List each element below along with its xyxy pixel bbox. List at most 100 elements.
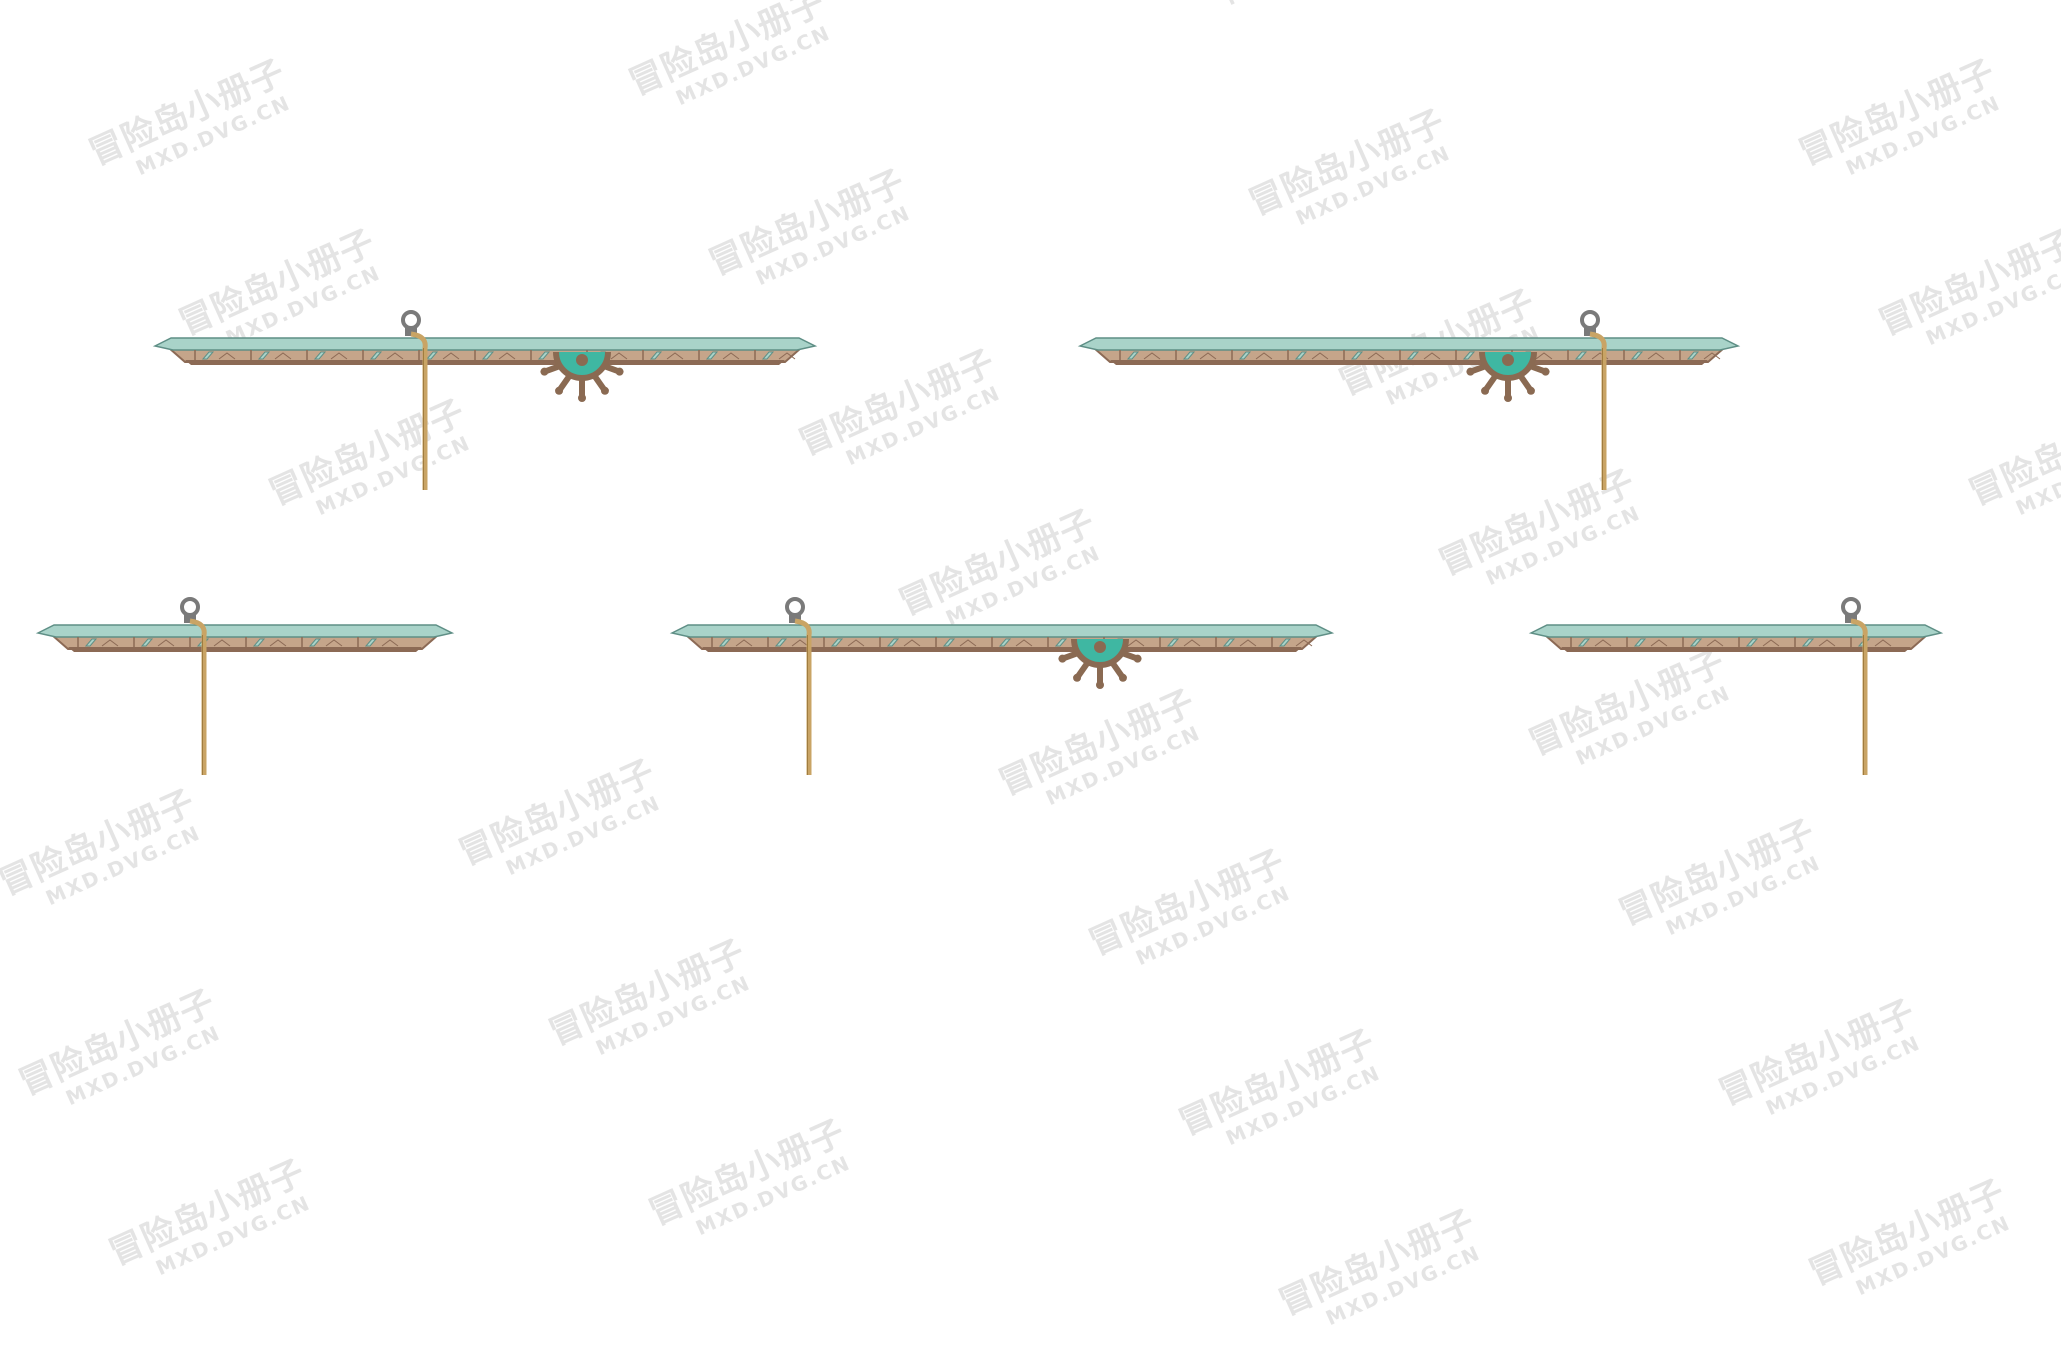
platform-underside [1110, 360, 1708, 365]
plank-carving [1423, 352, 1441, 360]
plank-carving [498, 352, 516, 360]
glass-insert [1633, 638, 1647, 647]
platform-1 [152, 310, 818, 490]
plank-carving [269, 639, 287, 647]
glass-insert [313, 351, 327, 360]
glass-insert [1574, 351, 1588, 360]
plank-carving [1535, 352, 1553, 360]
hanging-rope [180, 597, 207, 775]
platform-top-trim [152, 337, 818, 351]
glass-insert [364, 638, 378, 647]
plank-carving [722, 352, 740, 360]
glass-insert [1801, 638, 1815, 647]
plank-carving [1183, 639, 1201, 647]
glass-insert [718, 638, 732, 647]
plank-carving [791, 639, 809, 647]
plank-carving [1239, 639, 1257, 647]
plank-carving [959, 639, 977, 647]
ship-wheel-icon [540, 351, 624, 402]
glass-insert [1182, 351, 1196, 360]
platform-underside [702, 647, 1302, 652]
anchor-ring-icon [401, 310, 421, 330]
glass-insert [942, 638, 956, 647]
plank-carving [1367, 352, 1385, 360]
plank-carving [1650, 639, 1668, 647]
plank-carving [1143, 352, 1161, 360]
glass-insert [1462, 351, 1476, 360]
glass-insert [537, 351, 551, 360]
hanging-rope [1580, 310, 1607, 490]
plank-carving [330, 352, 348, 360]
glass-insert [1630, 351, 1644, 360]
glass-insert [998, 638, 1012, 647]
plank-carving [1311, 352, 1329, 360]
plank-carving [101, 639, 119, 647]
ship-wheel-icon [1466, 351, 1550, 402]
glass-insert [201, 351, 215, 360]
glass-insert [425, 351, 439, 360]
plank-carving [778, 352, 796, 360]
glass-insert [252, 638, 266, 647]
platform-2 [1077, 310, 1741, 490]
glass-insert [369, 351, 383, 360]
plank-carving [386, 352, 404, 360]
anchor-ring-icon [785, 597, 805, 617]
platform-3 [35, 597, 455, 775]
glass-insert [1166, 638, 1180, 647]
glass-insert [705, 351, 719, 360]
plank-carving [157, 639, 175, 647]
plank-carving [1295, 639, 1313, 647]
glass-insert [1350, 351, 1364, 360]
glass-insert [1686, 351, 1700, 360]
plank-carving [1762, 639, 1780, 647]
plank-carving [1127, 639, 1145, 647]
glass-insert [774, 638, 788, 647]
plank-carving [1874, 639, 1892, 647]
hanging-rope [785, 597, 812, 775]
plank-carving [903, 639, 921, 647]
glass-insert [481, 351, 495, 360]
plank-carving [1255, 352, 1273, 360]
anchor-ring-icon [1841, 597, 1861, 617]
platform-top-trim [1077, 337, 1741, 351]
plank-carving [1594, 639, 1612, 647]
platform-4 [669, 597, 1335, 775]
ship-wheel-icon [1058, 638, 1142, 689]
plank-carving [1015, 639, 1033, 647]
hanging-rope [401, 310, 428, 490]
plank-carving [381, 639, 399, 647]
plank-carving [213, 639, 231, 647]
platform-underside [1561, 647, 1911, 652]
glass-insert [308, 638, 322, 647]
anchor-ring-icon [180, 597, 200, 617]
glass-insert [1126, 351, 1140, 360]
plank-carving [1199, 352, 1217, 360]
platform-top-trim [669, 624, 1335, 638]
plank-carving [218, 352, 236, 360]
glass-insert [1577, 638, 1591, 647]
plank-carving [325, 639, 343, 647]
glass-insert [257, 351, 271, 360]
glass-insert [140, 638, 154, 647]
glass-insert [1294, 351, 1308, 360]
glass-insert [1054, 638, 1068, 647]
hanging-rope [1841, 597, 1868, 775]
glass-insert [830, 638, 844, 647]
plank-carving [847, 639, 865, 647]
glass-insert [1689, 638, 1703, 647]
platform-underside [68, 647, 422, 652]
glass-insert [761, 351, 775, 360]
plank-carving [666, 352, 684, 360]
plank-carving [1647, 352, 1665, 360]
glass-insert [886, 638, 900, 647]
glass-insert [1406, 351, 1420, 360]
plank-carving [1706, 639, 1724, 647]
glass-insert [1238, 351, 1252, 360]
glass-insert [84, 638, 98, 647]
glass-insert [649, 351, 663, 360]
plank-carving [1818, 639, 1836, 647]
platform-underside [185, 360, 785, 365]
plank-carving [1703, 352, 1721, 360]
platform-top-trim [1528, 624, 1944, 638]
